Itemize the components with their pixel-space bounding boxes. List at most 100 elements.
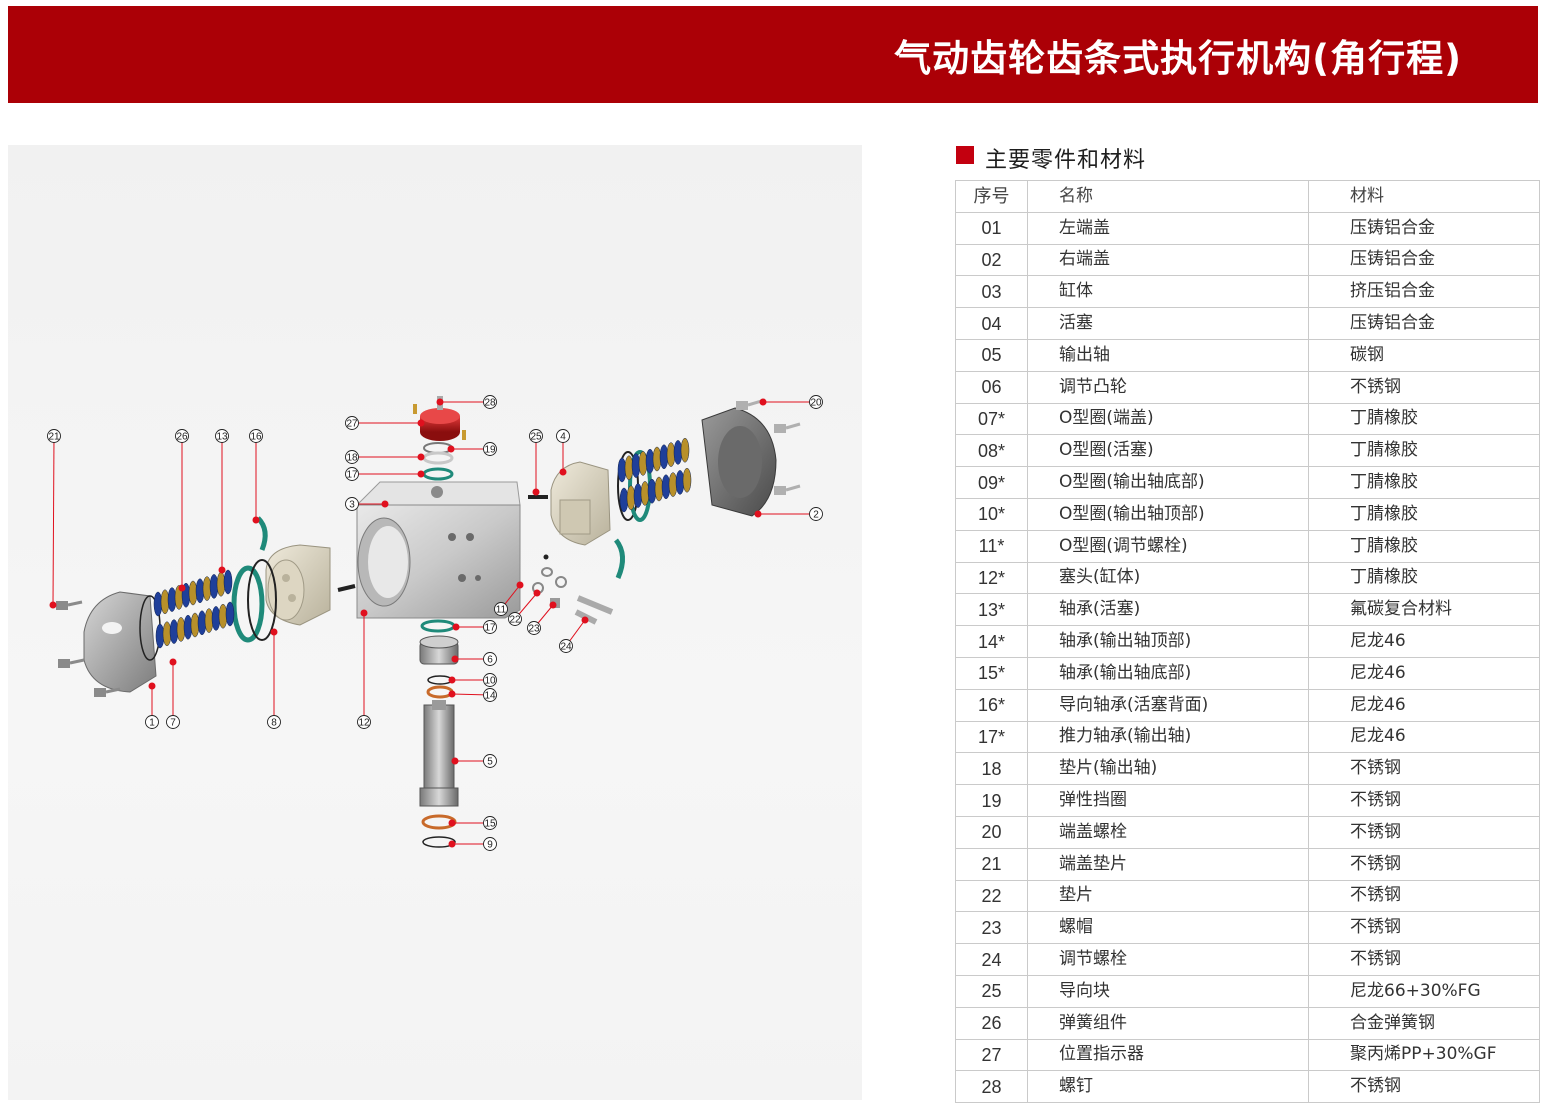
callout-marker-dot (559, 468, 567, 476)
spring-assembly-right-upper (617, 437, 690, 483)
callout-18: 18 (345, 450, 425, 464)
callout-marker-dot (759, 398, 767, 406)
part-material-cell: 不锈钢 (1308, 752, 1540, 786)
callout-marker-dot (417, 453, 425, 461)
left-seal-rings (139, 516, 277, 661)
part-material-cell: 丁腈橡胶 (1308, 434, 1540, 468)
part-name-cell: 垫片(输出轴) (1027, 752, 1309, 786)
spring-coil (197, 610, 207, 636)
callout-number: 15 (484, 819, 496, 830)
callout-bubble (559, 639, 573, 653)
callout-11: 11 (494, 581, 524, 616)
table-row: 08*O型圈(活塞)丁腈橡胶 (955, 434, 1540, 468)
right-end-cap (701, 407, 777, 517)
spring-coil (183, 614, 193, 640)
callout-marker-dot (581, 616, 589, 624)
spring-coil (645, 448, 655, 474)
table-row: 12*塞头(缸体)丁腈橡胶 (955, 561, 1540, 595)
callout-number: 23 (528, 624, 540, 635)
part-number-cell: 28 (955, 1070, 1028, 1104)
callout-number: 27 (346, 419, 358, 430)
callout-bubble (47, 429, 61, 443)
spring-coil (223, 569, 233, 595)
adjusting-cam (419, 635, 459, 665)
callout-marker-dot (447, 445, 455, 453)
callout-bubble (508, 612, 522, 626)
callout-bubble (483, 754, 497, 768)
table-header-row: 序号 名称 材料 (955, 180, 1540, 213)
callout-marker-dot (218, 566, 226, 574)
part-number-cell: 16* (955, 688, 1028, 722)
callout-marker-dot (448, 819, 456, 827)
part-material-cell: 不锈钢 (1308, 911, 1540, 945)
callout-number: 22 (509, 615, 521, 626)
part-material-cell: 丁腈橡胶 (1308, 529, 1540, 563)
part-number-cell: 06 (955, 370, 1028, 404)
table-row: 16*导向轴承(活塞背面)尼龙46 (955, 688, 1540, 722)
part-material-cell: 不锈钢 (1308, 784, 1540, 817)
part-number-cell: 14* (955, 625, 1028, 658)
part-number-cell: 27 (955, 1038, 1028, 1072)
part-number-cell: 17* (955, 720, 1028, 754)
spring-coil (631, 453, 641, 478)
callout-number: 19 (484, 445, 496, 456)
callout-bubble (215, 429, 229, 443)
spring-coil (647, 478, 657, 504)
callout-number: 2 (813, 510, 819, 521)
callout-marker-dot (451, 655, 459, 663)
callout-10: 10 (448, 673, 497, 687)
callout-number: 21 (48, 432, 60, 443)
callout-1: 1 (145, 682, 159, 729)
callout-marker-dot (49, 601, 57, 609)
callout-8: 8 (267, 628, 281, 729)
part-name-cell: 推力轴承(输出轴) (1027, 720, 1309, 754)
part-material-cell: 氟碳复合材料 (1308, 593, 1540, 627)
table-row: 11*O型圈(调节螺栓)丁腈橡胶 (955, 529, 1540, 563)
part-number-cell: 20 (955, 815, 1028, 849)
output-shaft (419, 700, 459, 807)
spring-coil (195, 578, 205, 604)
part-material-cell: 丁腈橡胶 (1308, 466, 1540, 499)
section-marker (956, 146, 974, 164)
spring-coil (167, 587, 177, 612)
callout-marker-dot (417, 470, 425, 478)
callout-27: 27 (345, 416, 425, 430)
part-name-cell: 端盖垫片 (1027, 847, 1309, 881)
part-name-cell: O型圈(输出轴顶部) (1027, 497, 1309, 531)
part-number-cell: 13* (955, 593, 1028, 627)
callout-number: 13 (216, 432, 228, 443)
section-title: 主要零件和材料 (985, 148, 1147, 173)
part-material-cell: 压铸铝合金 (1308, 211, 1540, 245)
part-material-cell: 不锈钢 (1308, 879, 1540, 913)
spring-coil (638, 451, 648, 476)
table-row: 14*轴承(输出轴顶部)尼龙46 (955, 625, 1540, 658)
part-number-cell: 22 (955, 879, 1028, 913)
callout-16: 16 (249, 429, 263, 524)
part-material-cell: 丁腈橡胶 (1308, 561, 1540, 595)
callout-number: 14 (484, 691, 496, 702)
spring-coil (666, 442, 676, 467)
callout-bubble (249, 429, 263, 443)
callout-number: 17 (484, 623, 496, 634)
callout-marker-dot (532, 488, 540, 496)
part-material-cell: 尼龙46 (1308, 656, 1540, 690)
callout-marker-dot (754, 510, 762, 518)
part-number-cell: 01 (955, 211, 1028, 245)
callout-number: 17 (346, 470, 358, 481)
callout-bubble (809, 395, 823, 409)
part-material-cell: 尼龙46 (1308, 720, 1540, 754)
callout-2: 2 (754, 507, 823, 521)
callout-number: 1 (149, 718, 155, 729)
callout-number: 4 (560, 432, 566, 443)
spring-coil (617, 457, 627, 483)
callout-number: 9 (487, 840, 493, 851)
part-material-cell: 压铸铝合金 (1308, 307, 1540, 340)
callout-bubble (483, 652, 497, 666)
column-header-material: 材料 (1308, 180, 1540, 213)
spring-coil (209, 574, 219, 599)
spring-coil (654, 476, 664, 502)
